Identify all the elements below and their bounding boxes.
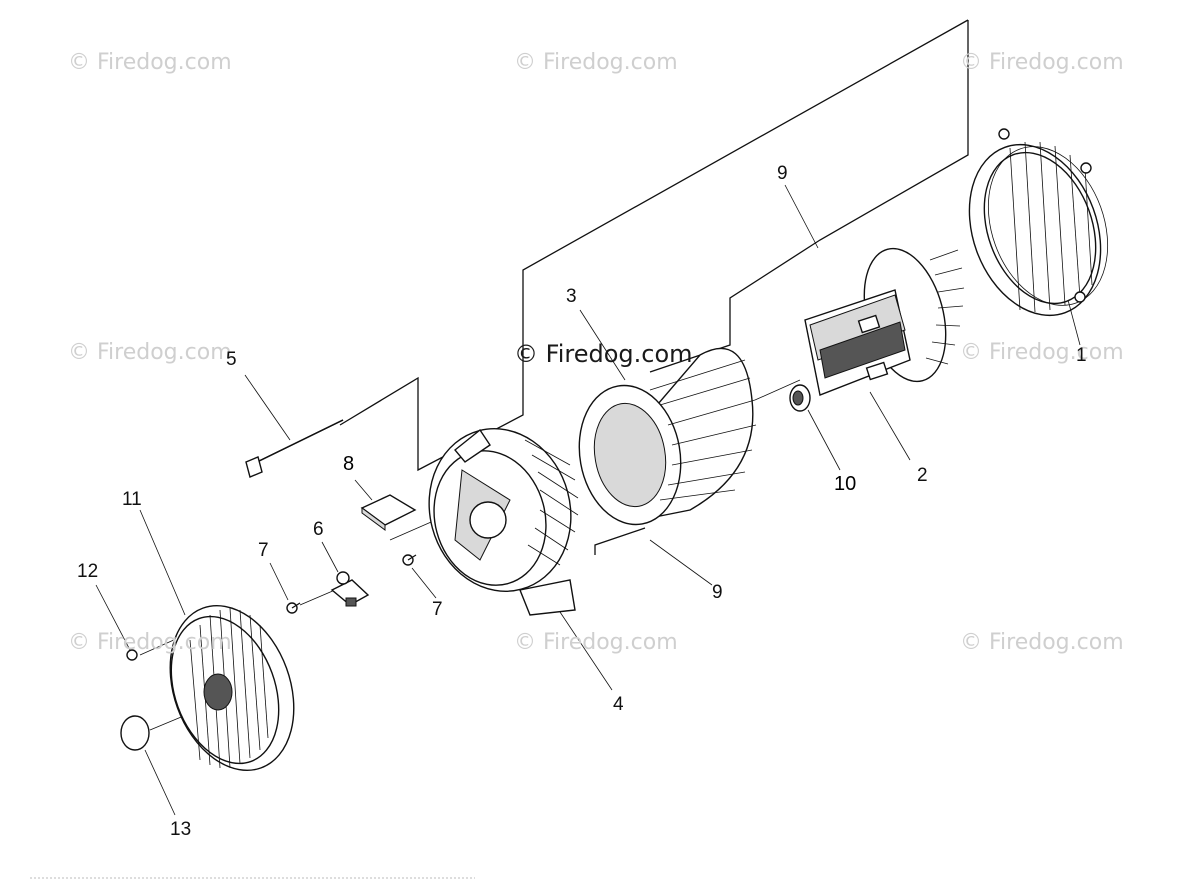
callout-7a: 7 (258, 540, 269, 561)
callout-9a: 9 (777, 163, 788, 184)
through-bolt-part (245, 419, 344, 478)
rear-housing-ring-part (968, 128, 1109, 317)
callout-10: 10 (834, 473, 857, 495)
front-housing-part (428, 428, 579, 616)
callout-9b: 9 (712, 582, 723, 603)
callout-11: 11 (122, 489, 142, 510)
watermark-text: © Firedog.com (514, 50, 678, 75)
watermark-text: © Firedog.com (68, 630, 232, 655)
screw-part-b (402, 554, 417, 566)
callout-13: 13 (170, 819, 192, 840)
watermark-text: © Firedog.com (68, 340, 232, 365)
stator-part (578, 347, 757, 526)
watermark-text: © Firedog.com (960, 50, 1124, 75)
leader-lines (95, 184, 1081, 816)
brush-holder-part (330, 571, 370, 607)
callout-6: 6 (313, 519, 324, 540)
callout-5: 5 (226, 349, 237, 370)
callout-1: 1 (1076, 345, 1087, 366)
callout-4: 4 (613, 694, 624, 715)
assembly-lower-line (594, 527, 646, 555)
rotor-part (789, 247, 965, 412)
axis-segment-3 (299, 589, 336, 606)
watermark-text: © Firedog.com (960, 630, 1124, 655)
callout-3: 3 (566, 286, 577, 307)
callout-12: 12 (77, 561, 99, 582)
watermark-text-center: © Firedog.com (514, 340, 693, 368)
callout-7b: 7 (432, 599, 443, 620)
watermark-text: © Firedog.com (68, 50, 232, 75)
callout-8: 8 (343, 453, 355, 475)
watermark-text: © Firedog.com (960, 340, 1124, 365)
screw-part-a (286, 602, 301, 614)
callout-2: 2 (917, 465, 928, 486)
pad-part (360, 494, 417, 531)
cover-screw-part (126, 649, 138, 661)
end-cover-part (169, 604, 295, 772)
watermark-text: © Firedog.com (514, 630, 678, 655)
axis-segment (754, 379, 801, 401)
cap-part (120, 715, 150, 751)
